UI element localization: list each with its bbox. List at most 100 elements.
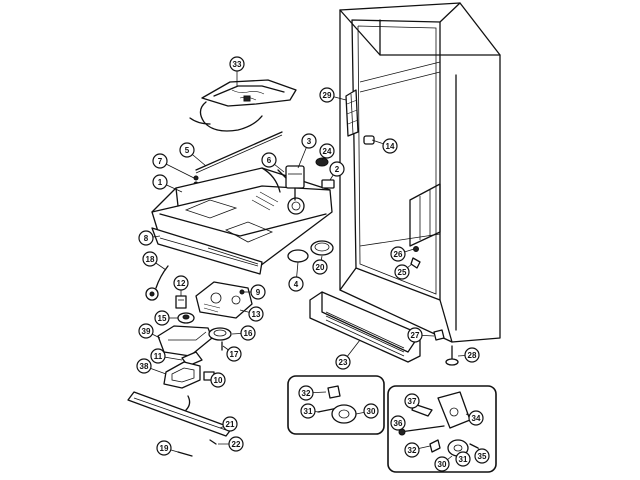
callout-circle-21	[222, 416, 238, 432]
callout-circle-36	[390, 415, 406, 431]
callout-32b: 32	[404, 442, 420, 458]
callout-17: 17	[226, 346, 242, 362]
callout-29: 29	[319, 87, 335, 103]
callout-circle-13	[248, 306, 264, 322]
callout-1: 1	[152, 174, 168, 190]
callout-circle-5	[179, 142, 195, 158]
callout-5: 5	[179, 142, 195, 158]
callout-circle-24	[319, 143, 335, 159]
callout-number-12: 12	[177, 279, 186, 288]
thermostat-3	[277, 157, 335, 201]
callout-number-8: 8	[144, 234, 149, 243]
callout-number-3: 3	[307, 137, 312, 146]
plate-13	[195, 281, 253, 319]
callout-26: 26	[390, 246, 406, 262]
callout-20: 20	[312, 259, 328, 275]
knob-24	[315, 157, 329, 167]
callout-39: 39	[138, 323, 154, 339]
callout-circle-1	[152, 174, 168, 190]
callout-circle-9	[250, 284, 266, 300]
callout-number-11: 11	[154, 352, 163, 361]
callout-7: 7	[152, 153, 168, 169]
frame-38	[163, 361, 201, 389]
callout-circle-31b	[455, 451, 471, 467]
callout-circle-25	[394, 264, 410, 280]
callout-circle-14	[382, 138, 398, 154]
callout-4: 4	[288, 276, 304, 292]
callout-circle-7	[152, 153, 168, 169]
callout-number-6: 6	[267, 156, 272, 165]
callout-number-7: 7	[158, 157, 163, 166]
callout-circle-33	[229, 56, 245, 72]
callout-number-32b: 32	[408, 446, 417, 455]
callout-28: 28	[464, 347, 480, 363]
callout-35: 35	[474, 448, 490, 464]
callout-number-32a: 32	[302, 389, 311, 398]
callout-circle-27	[407, 327, 423, 343]
callout-30b: 30	[434, 456, 450, 472]
wire-18	[155, 265, 169, 289]
callout-number-10: 10	[214, 376, 223, 385]
callout-number-39: 39	[142, 327, 151, 336]
callout-number-33: 33	[233, 60, 242, 69]
callout-8: 8	[138, 230, 154, 246]
callout-number-16: 16	[244, 329, 253, 338]
callout-circle-6	[261, 152, 277, 168]
callout-number-15: 15	[158, 314, 167, 323]
screw-26	[413, 246, 419, 252]
light-socket-14	[363, 135, 375, 145]
callout-circle-29	[319, 87, 335, 103]
callout-21: 21	[222, 416, 238, 432]
damper-discs	[287, 240, 334, 263]
callout-number-18: 18	[146, 255, 155, 264]
left-parts	[145, 265, 253, 389]
callout-circle-38	[136, 358, 152, 374]
callout-number-21: 21	[226, 420, 235, 429]
roller-27	[433, 329, 445, 341]
bottom-trim-8	[151, 227, 263, 275]
callout-circle-28	[464, 347, 480, 363]
callout-circle-11	[150, 348, 166, 364]
callout-33: 33	[229, 56, 245, 72]
callout-10: 10	[210, 372, 226, 388]
callout-circle-35	[474, 448, 490, 464]
callout-number-19: 19	[160, 444, 169, 453]
callout-number-35: 35	[478, 452, 487, 461]
callout-number-5: 5	[185, 146, 190, 155]
callout-number-25: 25	[398, 268, 407, 277]
callout-circle-2	[329, 161, 345, 177]
callout-number-9: 9	[256, 288, 261, 297]
callout-number-4: 4	[294, 280, 299, 289]
callout-circle-39	[138, 323, 154, 339]
callout-number-14: 14	[386, 142, 395, 151]
screw-9	[239, 289, 245, 295]
callout-15: 15	[154, 310, 170, 326]
callout-31a: 31	[300, 403, 316, 419]
callout-circle-34	[468, 410, 484, 426]
callout-number-29: 29	[323, 91, 332, 100]
callout-38: 38	[136, 358, 152, 374]
screw-19	[177, 451, 193, 457]
callout-12: 12	[173, 275, 189, 291]
callout-number-24: 24	[323, 147, 332, 156]
callout-number-23: 23	[339, 358, 348, 367]
callout-circle-23	[335, 354, 351, 370]
callout-number-37: 37	[408, 397, 417, 406]
callout-number-31b: 31	[459, 455, 468, 464]
cover-39	[157, 325, 213, 357]
bracket-2	[321, 179, 335, 189]
callout-circle-26	[390, 246, 406, 262]
callout-number-31a: 31	[304, 407, 313, 416]
callout-22: 22	[228, 436, 244, 452]
kickplate-23	[309, 291, 421, 363]
callout-circle-32a	[298, 385, 314, 401]
callout-circle-32b	[404, 442, 420, 458]
callout-circle-30b	[434, 456, 450, 472]
leveling-feet	[433, 329, 459, 366]
callout-24: 24	[319, 143, 335, 159]
callout-number-30b: 30	[438, 460, 447, 469]
callout-31b: 31	[455, 451, 471, 467]
callout-circle-8	[138, 230, 154, 246]
callout-11: 11	[150, 348, 166, 364]
callout-number-28: 28	[468, 351, 477, 360]
